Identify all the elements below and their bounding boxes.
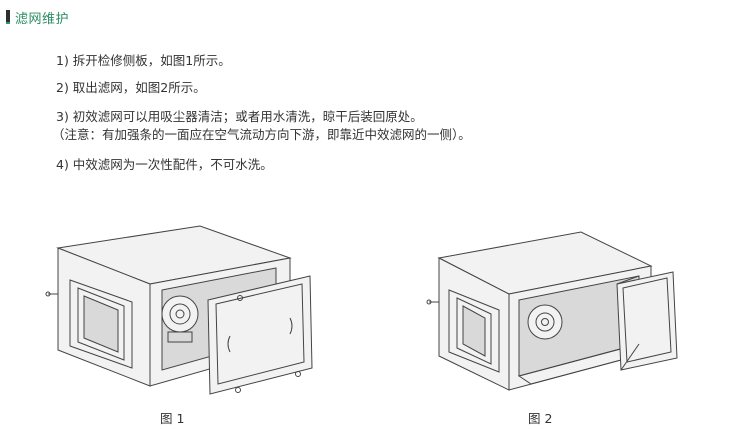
figure-2-caption: 图 2 [528, 411, 553, 426]
figure-1-illustration [40, 218, 330, 403]
step-4: 4) 中效滤网为一次性配件，不可水洗。 [56, 157, 273, 172]
step-3: 3) 初效滤网可以用吸尘器清洁；或者用水清洗，晾干后装回原处。 [56, 109, 423, 124]
step-2: 2) 取出滤网，如图2所示。 [56, 80, 206, 95]
section-header: 滤网维护 [6, 8, 70, 27]
step-1: 1) 拆开检修侧板，如图1所示。 [56, 53, 231, 68]
section-marker [6, 10, 10, 24]
section-title: 滤网维护 [15, 11, 70, 27]
step-3-note: （注意：有加强条的一面应在空气流动方向下游，即靠近中效滤网的一侧）。 [52, 127, 471, 142]
figure-1-caption: 图 1 [160, 411, 185, 426]
figure-2-illustration [425, 220, 715, 400]
